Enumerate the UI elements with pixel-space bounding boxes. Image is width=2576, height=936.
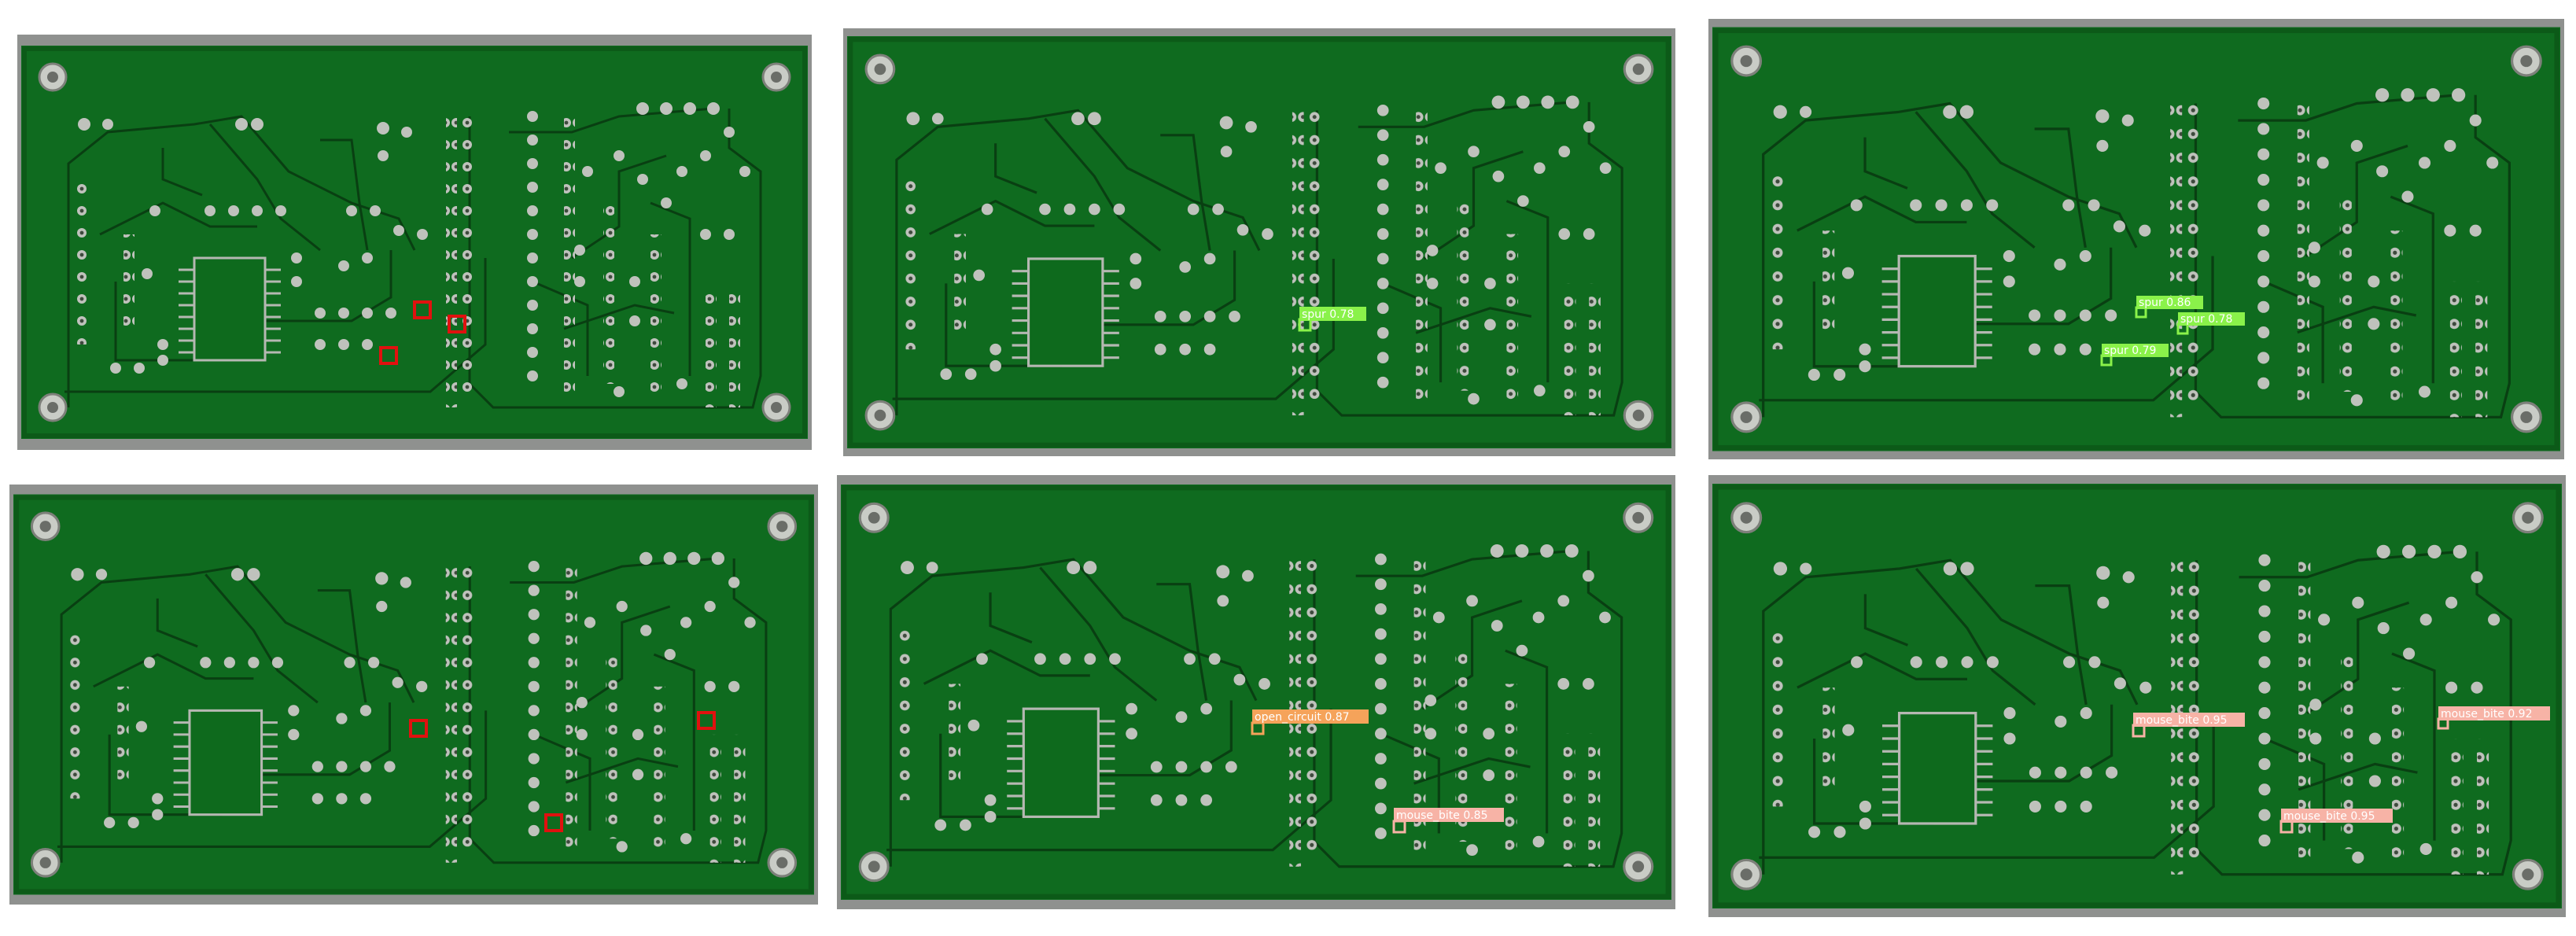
- detection: mouse_bite 0.92: [2437, 706, 2550, 730]
- detection-label-bg: [1299, 307, 1366, 321]
- detection-label-bg: [1252, 709, 1369, 724]
- detection-label: spur 0.78: [2180, 313, 2232, 326]
- detection-label: mouse_bite 0.85: [1396, 809, 1487, 822]
- detection-label-bg: [1394, 808, 1504, 822]
- detection-label: spur 0.78: [1302, 308, 1354, 321]
- detection: mouse_bite 0.95: [2132, 713, 2245, 738]
- detection-label-bg: [2281, 809, 2393, 823]
- detection: mouse_bite 0.95: [2279, 809, 2393, 834]
- ground-truth-box: [544, 813, 563, 832]
- detection: spur 0.78: [2176, 312, 2245, 335]
- ground-truth-boxes: [379, 300, 466, 365]
- detection-label: mouse_bite 0.95: [2136, 714, 2227, 727]
- detection: spur 0.86: [2135, 296, 2203, 319]
- detection-label: mouse_bite 0.95: [2283, 810, 2375, 823]
- panel-bottom-middle: open_circuit 0.87 mouse_bite 0.85: [837, 475, 1675, 909]
- ground-truth-box: [413, 300, 432, 319]
- detection-label-bg: [2438, 706, 2550, 720]
- detection: spur 0.78: [1298, 307, 1366, 332]
- panel-bottom-right: mouse_bite 0.95 mouse_bite 0.92 mouse_bi…: [1708, 475, 2566, 917]
- detection: mouse_bite 0.85: [1392, 808, 1504, 834]
- ground-truth-box: [697, 711, 716, 730]
- panel-top-middle: spur 0.78: [843, 28, 1675, 456]
- panel-top-left: [17, 35, 812, 450]
- detection-label-bg: [2178, 312, 2245, 326]
- detection-label: open_circuit 0.87: [1255, 711, 1350, 724]
- ground-truth-box: [379, 346, 398, 365]
- detection: open_circuit 0.87: [1251, 709, 1369, 735]
- detection-label: spur 0.86: [2139, 297, 2191, 309]
- detection-label-bg: [2133, 713, 2245, 727]
- panel-bottom-left: [9, 485, 818, 905]
- detection-label-bg: [2102, 344, 2169, 357]
- detection: spur 0.79: [2100, 344, 2169, 367]
- detection-label-bg: [2136, 296, 2203, 309]
- panel-top-right: spur 0.86 spur 0.78 spur 0.79: [1708, 19, 2564, 459]
- detection-label: spur 0.79: [2104, 345, 2156, 357]
- ground-truth-boxes: [409, 711, 716, 832]
- ground-truth-box: [409, 719, 428, 738]
- detection-label: mouse_bite 0.92: [2441, 708, 2532, 720]
- ground-truth-box: [448, 315, 466, 333]
